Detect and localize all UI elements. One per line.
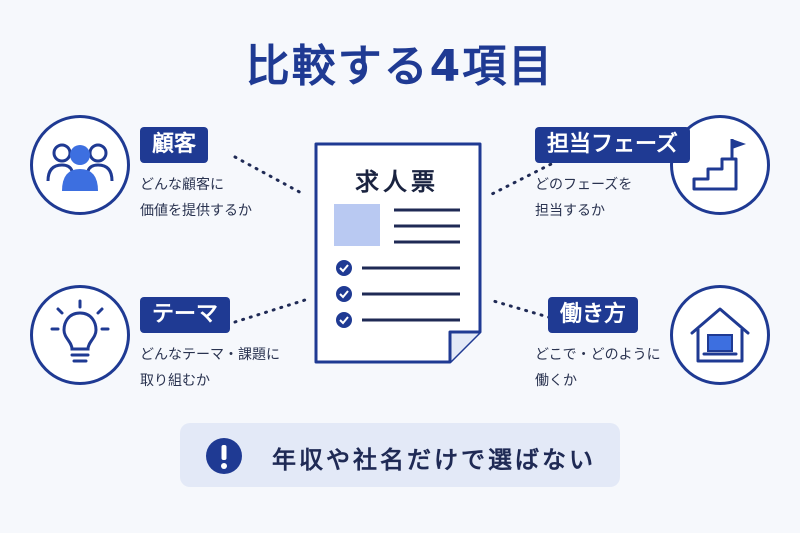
banner-text: 年収や社名だけで選ばない [272,446,596,474]
customer-icon-circle [30,115,130,215]
banner [180,423,620,487]
theme-desc: どんなテーマ・課題に 取り組むか [140,342,280,394]
customer-desc: どんな顧客に 価値を提供するか [140,172,252,224]
customer-label: 顧客 [140,127,209,163]
workstyle-icon-circle [670,285,770,385]
phase-desc-line2: 担当するか [535,203,605,219]
theme-icon-circle [30,285,130,385]
workstyle-label: 働き方 [548,297,639,333]
document-title: 求人票 [355,168,439,196]
workstyle-desc-line1: どこで・どのように [535,347,661,363]
theme-desc-line2: 取り組むか [140,373,210,389]
page-title: 比較する4項目 [245,41,555,92]
workstyle-desc: どこで・どのように 働くか [535,342,661,394]
theme-label: テーマ [140,297,231,333]
customer-desc-line1: どんな顧客に [140,177,224,193]
theme-desc-line1: どんなテーマ・課題に [140,347,280,363]
lightbulb-icon [50,299,110,363]
customer-desc-line2: 価値を提供するか [140,203,252,219]
phase-desc-line1: どのフェーズを [535,177,633,193]
exclamation-icon [206,438,242,474]
people-group-icon [46,143,114,191]
workstyle-desc-line2: 働くか [535,373,577,389]
job-posting-document-icon [314,142,482,364]
stairs-flag-icon [692,139,746,191]
phase-desc: どのフェーズを 担当するか [535,172,632,224]
phase-label: 担当フェーズ [535,127,690,163]
house-laptop-icon [690,307,750,363]
